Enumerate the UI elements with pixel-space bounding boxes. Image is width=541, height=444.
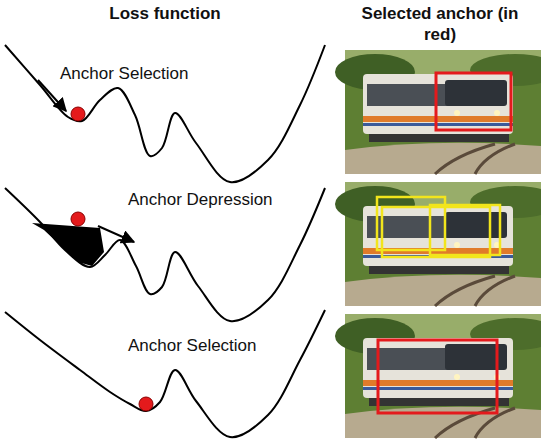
candidate-anchor-box: [382, 207, 490, 257]
stage-label: Anchor Depression: [128, 189, 318, 210]
loss-curve: [5, 188, 325, 321]
candidate-anchor-box: [430, 205, 500, 255]
train-photo: [335, 314, 541, 438]
loss-curve: [5, 310, 325, 437]
anchor-ball: [71, 212, 85, 226]
depression-fill: [32, 223, 104, 266]
stage-label: Anchor Selection: [128, 335, 298, 356]
train-photo: [335, 182, 541, 306]
train-photo: [335, 50, 541, 174]
stage-label: Anchor Selection: [60, 63, 230, 84]
selected-anchor-box: [378, 340, 497, 413]
selected-anchor-box: [436, 73, 511, 130]
column-heading: Selected anchor (in red): [355, 3, 525, 45]
anchor-ball: [71, 107, 85, 121]
escape-arrow: [98, 226, 134, 242]
descent-arrow: [38, 80, 66, 111]
column-heading: Loss function: [100, 3, 230, 24]
loss-curve: [5, 45, 325, 182]
anchor-ball: [139, 397, 153, 411]
